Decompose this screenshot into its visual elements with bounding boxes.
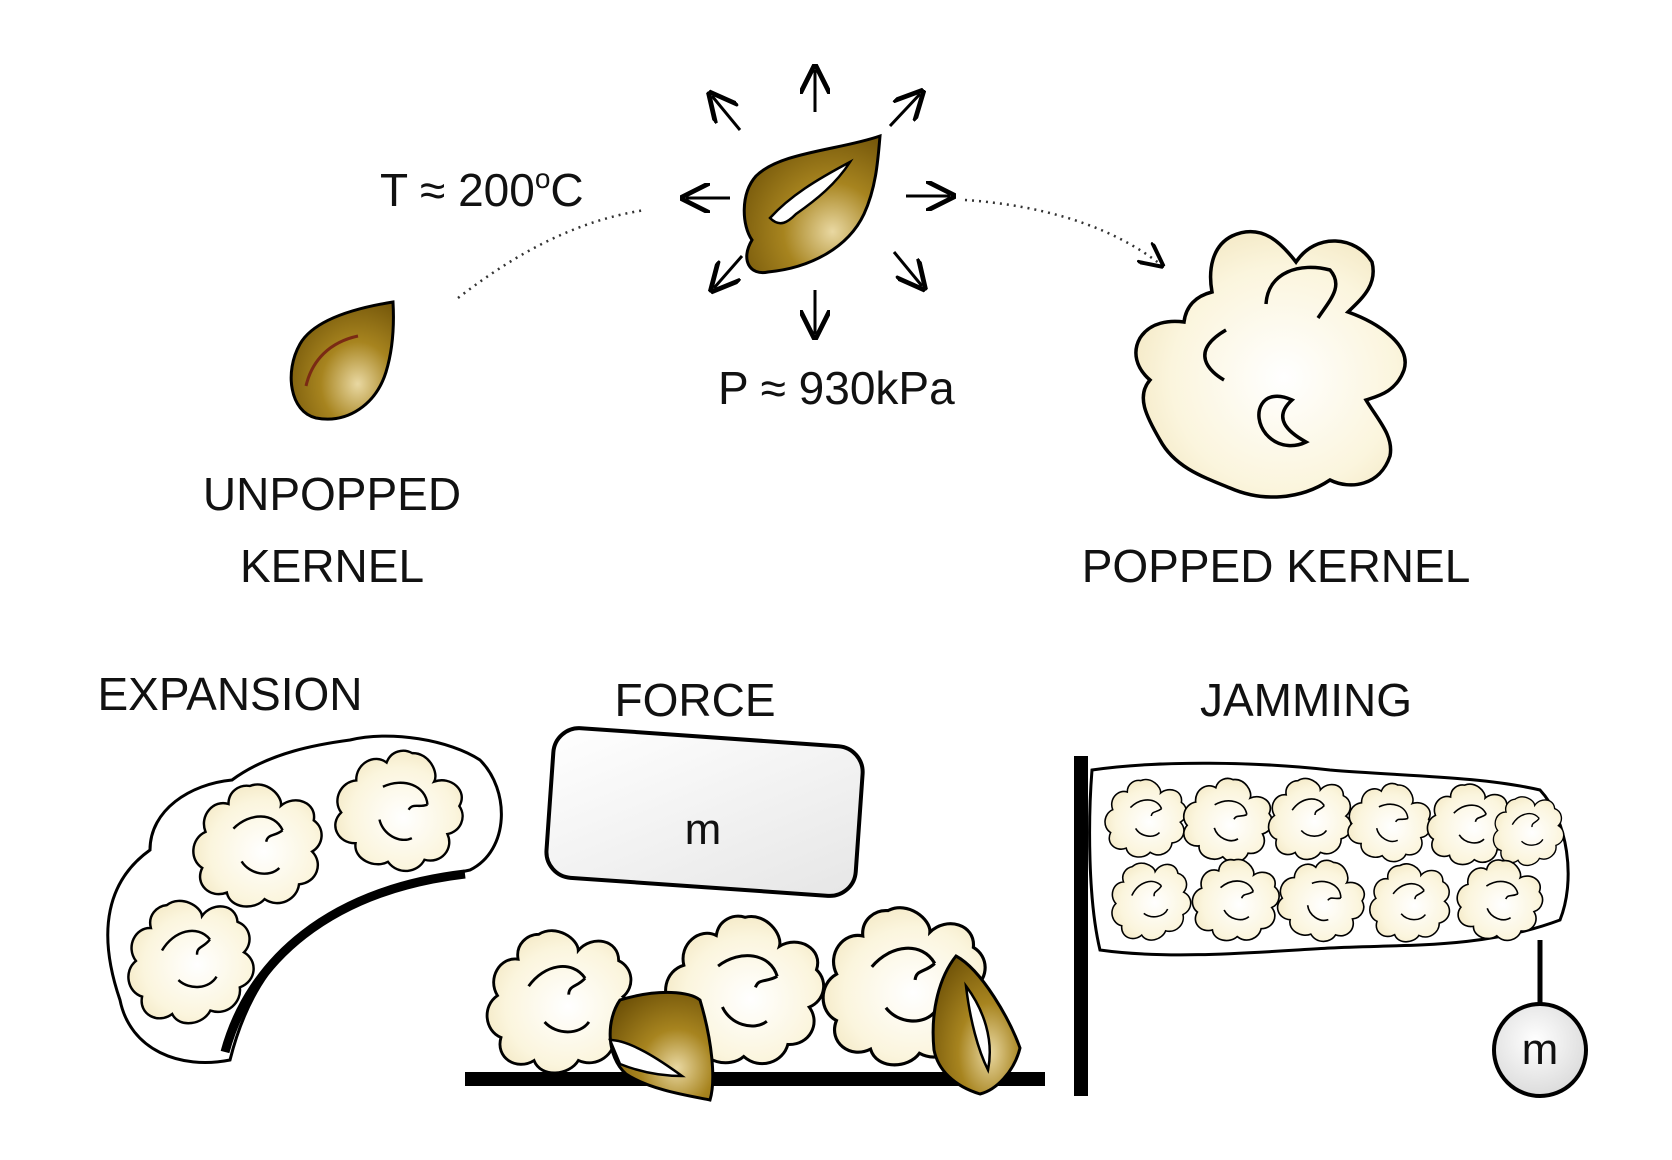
heating-path-arrow	[457, 208, 646, 299]
jamming-label: JAMMING	[1200, 674, 1412, 726]
force-mass-label: m	[685, 805, 722, 854]
unpopped-kernel-label-line1: UNPOPPED	[203, 468, 461, 520]
jamming-mass-ball	[1492, 1002, 1588, 1098]
force-base-plate	[465, 1072, 1045, 1086]
temperature-label: T ≈ 200oC	[380, 163, 584, 216]
popping-path-arrow	[964, 198, 1160, 264]
bursting-kernel-icon	[742, 133, 882, 275]
unpopped-kernel-label-line2: KERNEL	[240, 540, 424, 592]
unpopped-kernel-icon	[289, 300, 395, 421]
force-kernel-icon-1	[608, 991, 715, 1102]
force-label: FORCE	[615, 674, 776, 726]
expansion-label: EXPANSION	[98, 668, 363, 720]
popped-kernel-icon	[1134, 229, 1407, 499]
expansion-panel	[106, 731, 503, 1064]
jamming-panel: m	[1074, 756, 1588, 1098]
jamming-wall	[1074, 756, 1088, 1096]
expansion-curved-wall	[220, 869, 466, 1054]
expansion-arrows-icon	[686, 70, 950, 334]
force-panel: m	[465, 726, 1045, 1102]
force-mass-block	[544, 726, 865, 898]
pressure-label: P ≈ 930kPa	[718, 362, 955, 414]
popped-kernel-label: POPPED KERNEL	[1082, 540, 1471, 592]
jamming-mass-label: m	[1522, 1025, 1559, 1074]
